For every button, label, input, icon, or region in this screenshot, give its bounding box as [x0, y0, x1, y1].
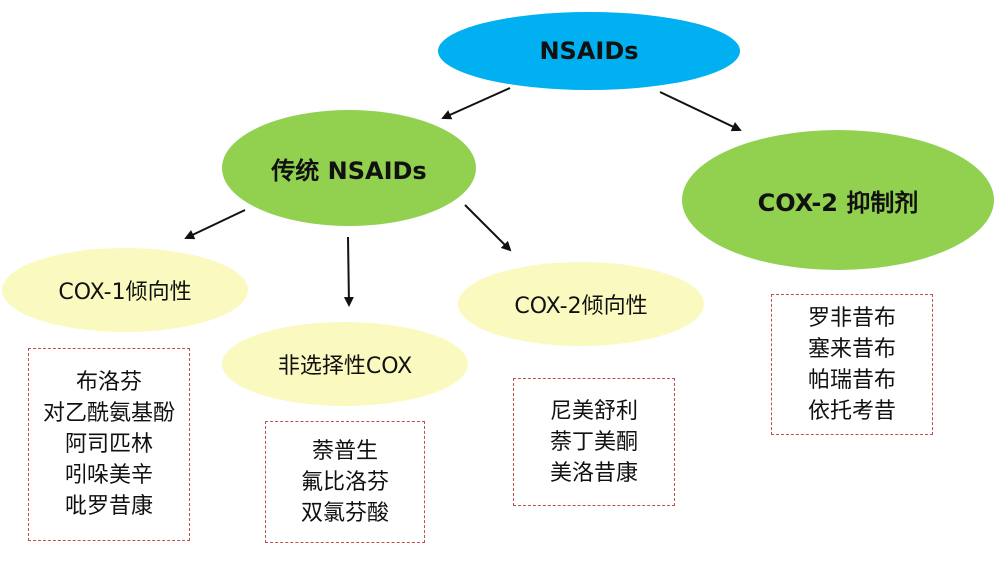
drug-item: 吡罗昔康	[64, 494, 153, 519]
root-node-nsaids: NSAIDs	[438, 12, 740, 90]
cox2-inhibitors-label: COX-2 抑制剂	[757, 188, 919, 217]
cox2-preference-node: COX-2倾向性	[458, 262, 704, 346]
drug-item: 吲哚美辛	[64, 463, 153, 488]
drug-item: 布洛芬	[75, 370, 142, 395]
arrow-traditional-to-cox2pref	[464, 204, 512, 252]
drug-item: 依托考昔	[807, 398, 896, 424]
drug-item: 氟比洛芬	[300, 469, 389, 495]
cox1-preference-node: COX-1倾向性	[2, 248, 248, 332]
drug-item: 美洛昔康	[549, 460, 638, 486]
nonselective-drug-list: 萘普生 氟比洛芬 双氯芬酸	[265, 421, 425, 543]
drug-item: 罗非昔布	[807, 305, 896, 331]
drug-item: 塞来昔布	[807, 336, 896, 362]
drug-item: 萘丁美酮	[549, 429, 638, 455]
nonselective-cox-label: 非选择性COX	[277, 354, 413, 379]
cox2-preference-drug-list: 尼美舒利 萘丁美酮 美洛昔康	[513, 378, 675, 506]
traditional-nsaids-node: 传统 NSAIDs	[222, 110, 476, 226]
cox1-drug-list: 布洛芬 对乙酰氨基酚 阿司匹林 吲哚美辛 吡罗昔康	[28, 348, 190, 541]
drug-item: 双氯芬酸	[300, 500, 389, 526]
drug-item: 对乙酰氨基酚	[42, 401, 175, 426]
arrow-root-to-traditional	[441, 87, 511, 120]
drug-item: 萘普生	[311, 438, 378, 464]
traditional-nsaids-label: 传统 NSAIDs	[271, 156, 427, 185]
root-node-label: NSAIDs	[539, 37, 639, 65]
drug-item: 帕瑞昔布	[807, 367, 896, 393]
drug-item: 尼美舒利	[549, 398, 638, 424]
cox1-preference-label: COX-1倾向性	[58, 280, 192, 305]
drug-item: 阿司匹林	[64, 432, 153, 457]
arrow-traditional-to-nonselective	[343, 236, 354, 307]
cox2-inhibitors-node: COX-2 抑制剂	[682, 130, 994, 270]
arrow-traditional-to-cox1	[184, 209, 246, 240]
cox2-inhibitors-drug-list: 罗非昔布 塞来昔布 帕瑞昔布 依托考昔	[771, 294, 933, 435]
nonselective-cox-node: 非选择性COX	[222, 322, 468, 406]
cox2-preference-label: COX-2倾向性	[514, 294, 648, 319]
arrow-root-to-cox2-inhibitors	[659, 91, 742, 132]
